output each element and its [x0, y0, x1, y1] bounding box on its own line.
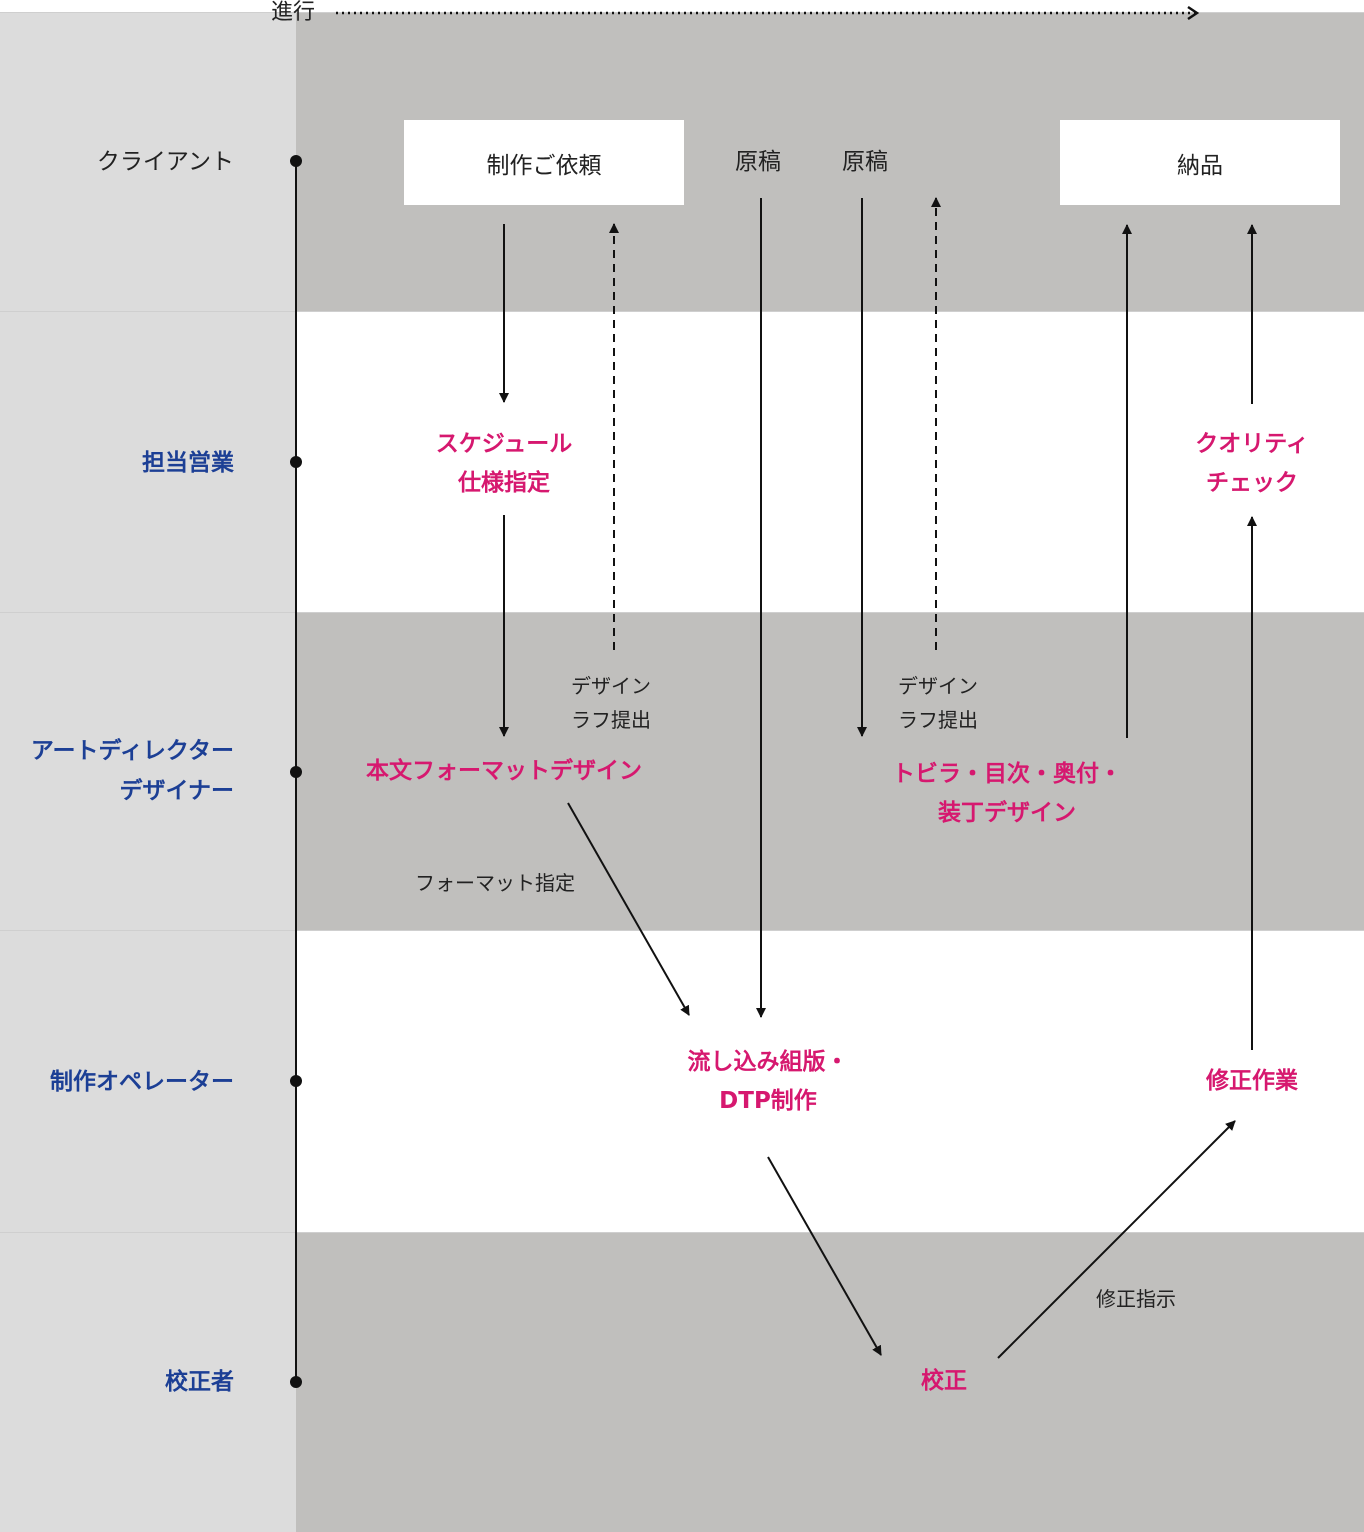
role-client: クライアント: [96, 149, 234, 175]
role-sales: 担当営業: [142, 450, 234, 476]
lane-separator: [0, 311, 1364, 312]
role-proofreader: 校正者: [165, 1369, 234, 1395]
timeline-dot-designer: [290, 766, 302, 778]
lane-operator: [0, 931, 1364, 1232]
header-strip: [0, 0, 1364, 12]
task-correction-work: 修正作業: [1206, 1068, 1298, 1094]
lane-label-column: [0, 1233, 296, 1532]
timeline-dot-client: [290, 155, 302, 167]
lane-separator: [0, 930, 1364, 931]
lane-proofreader: [0, 1233, 1364, 1532]
manuscript-label-2: 原稿: [842, 149, 888, 175]
note-design-rough-1: デザイン ラフ提出: [571, 674, 651, 732]
lane-label-column: [0, 312, 296, 612]
arrow-proofreading-to-correction: [997, 1120, 1236, 1359]
header-strip-line: [0, 12, 1364, 13]
lane-designer: [0, 613, 1364, 930]
arrow-format-design-to-typesetting: [567, 802, 690, 1016]
lane-body: [296, 1233, 1364, 1532]
progress-label: 進行: [271, 0, 316, 25]
note-correction-instruction: 修正指示: [1096, 1287, 1176, 1311]
arrow-typesetting-to-proofreading: [767, 1156, 882, 1356]
lane-label-column: [0, 931, 296, 1232]
role-art-director-designer: アートディレクター デザイナー: [30, 738, 234, 804]
lane-separator: [0, 612, 1364, 613]
lane-label-column: [0, 12, 296, 311]
task-quality-check: クオリティ チェック: [1195, 431, 1309, 496]
task-schedule: スケジュール 仕様指定: [435, 431, 573, 496]
role-operator: 制作オペレーター: [50, 1069, 234, 1095]
task-typesetting: 流し込み組版・ DTP制作: [687, 1049, 849, 1114]
timeline-dot-proofreader: [290, 1376, 302, 1388]
lane-label-column: [0, 613, 296, 930]
task-cover-design: トビラ・目次・奥付・ 装丁デザイン: [892, 761, 1122, 826]
note-design-rough-2: デザイン ラフ提出: [898, 674, 978, 732]
task-body-format-design: 本文フォーマットデザイン: [366, 758, 642, 784]
note-format-spec: フォーマット指定: [415, 871, 575, 895]
request-box: 制作ご依頼: [404, 120, 684, 205]
lane-body: [296, 312, 1364, 612]
lane-separator: [0, 1232, 1364, 1233]
lane-sales: [0, 312, 1364, 612]
manuscript-label-1: 原稿: [735, 149, 781, 175]
task-proofreading: 校正: [921, 1368, 967, 1394]
timeline-dot-operator: [290, 1075, 302, 1087]
lane-body: [296, 613, 1364, 930]
lane-body: [296, 931, 1364, 1232]
timeline-dot-sales: [290, 456, 302, 468]
delivery-box: 納品: [1060, 120, 1340, 205]
